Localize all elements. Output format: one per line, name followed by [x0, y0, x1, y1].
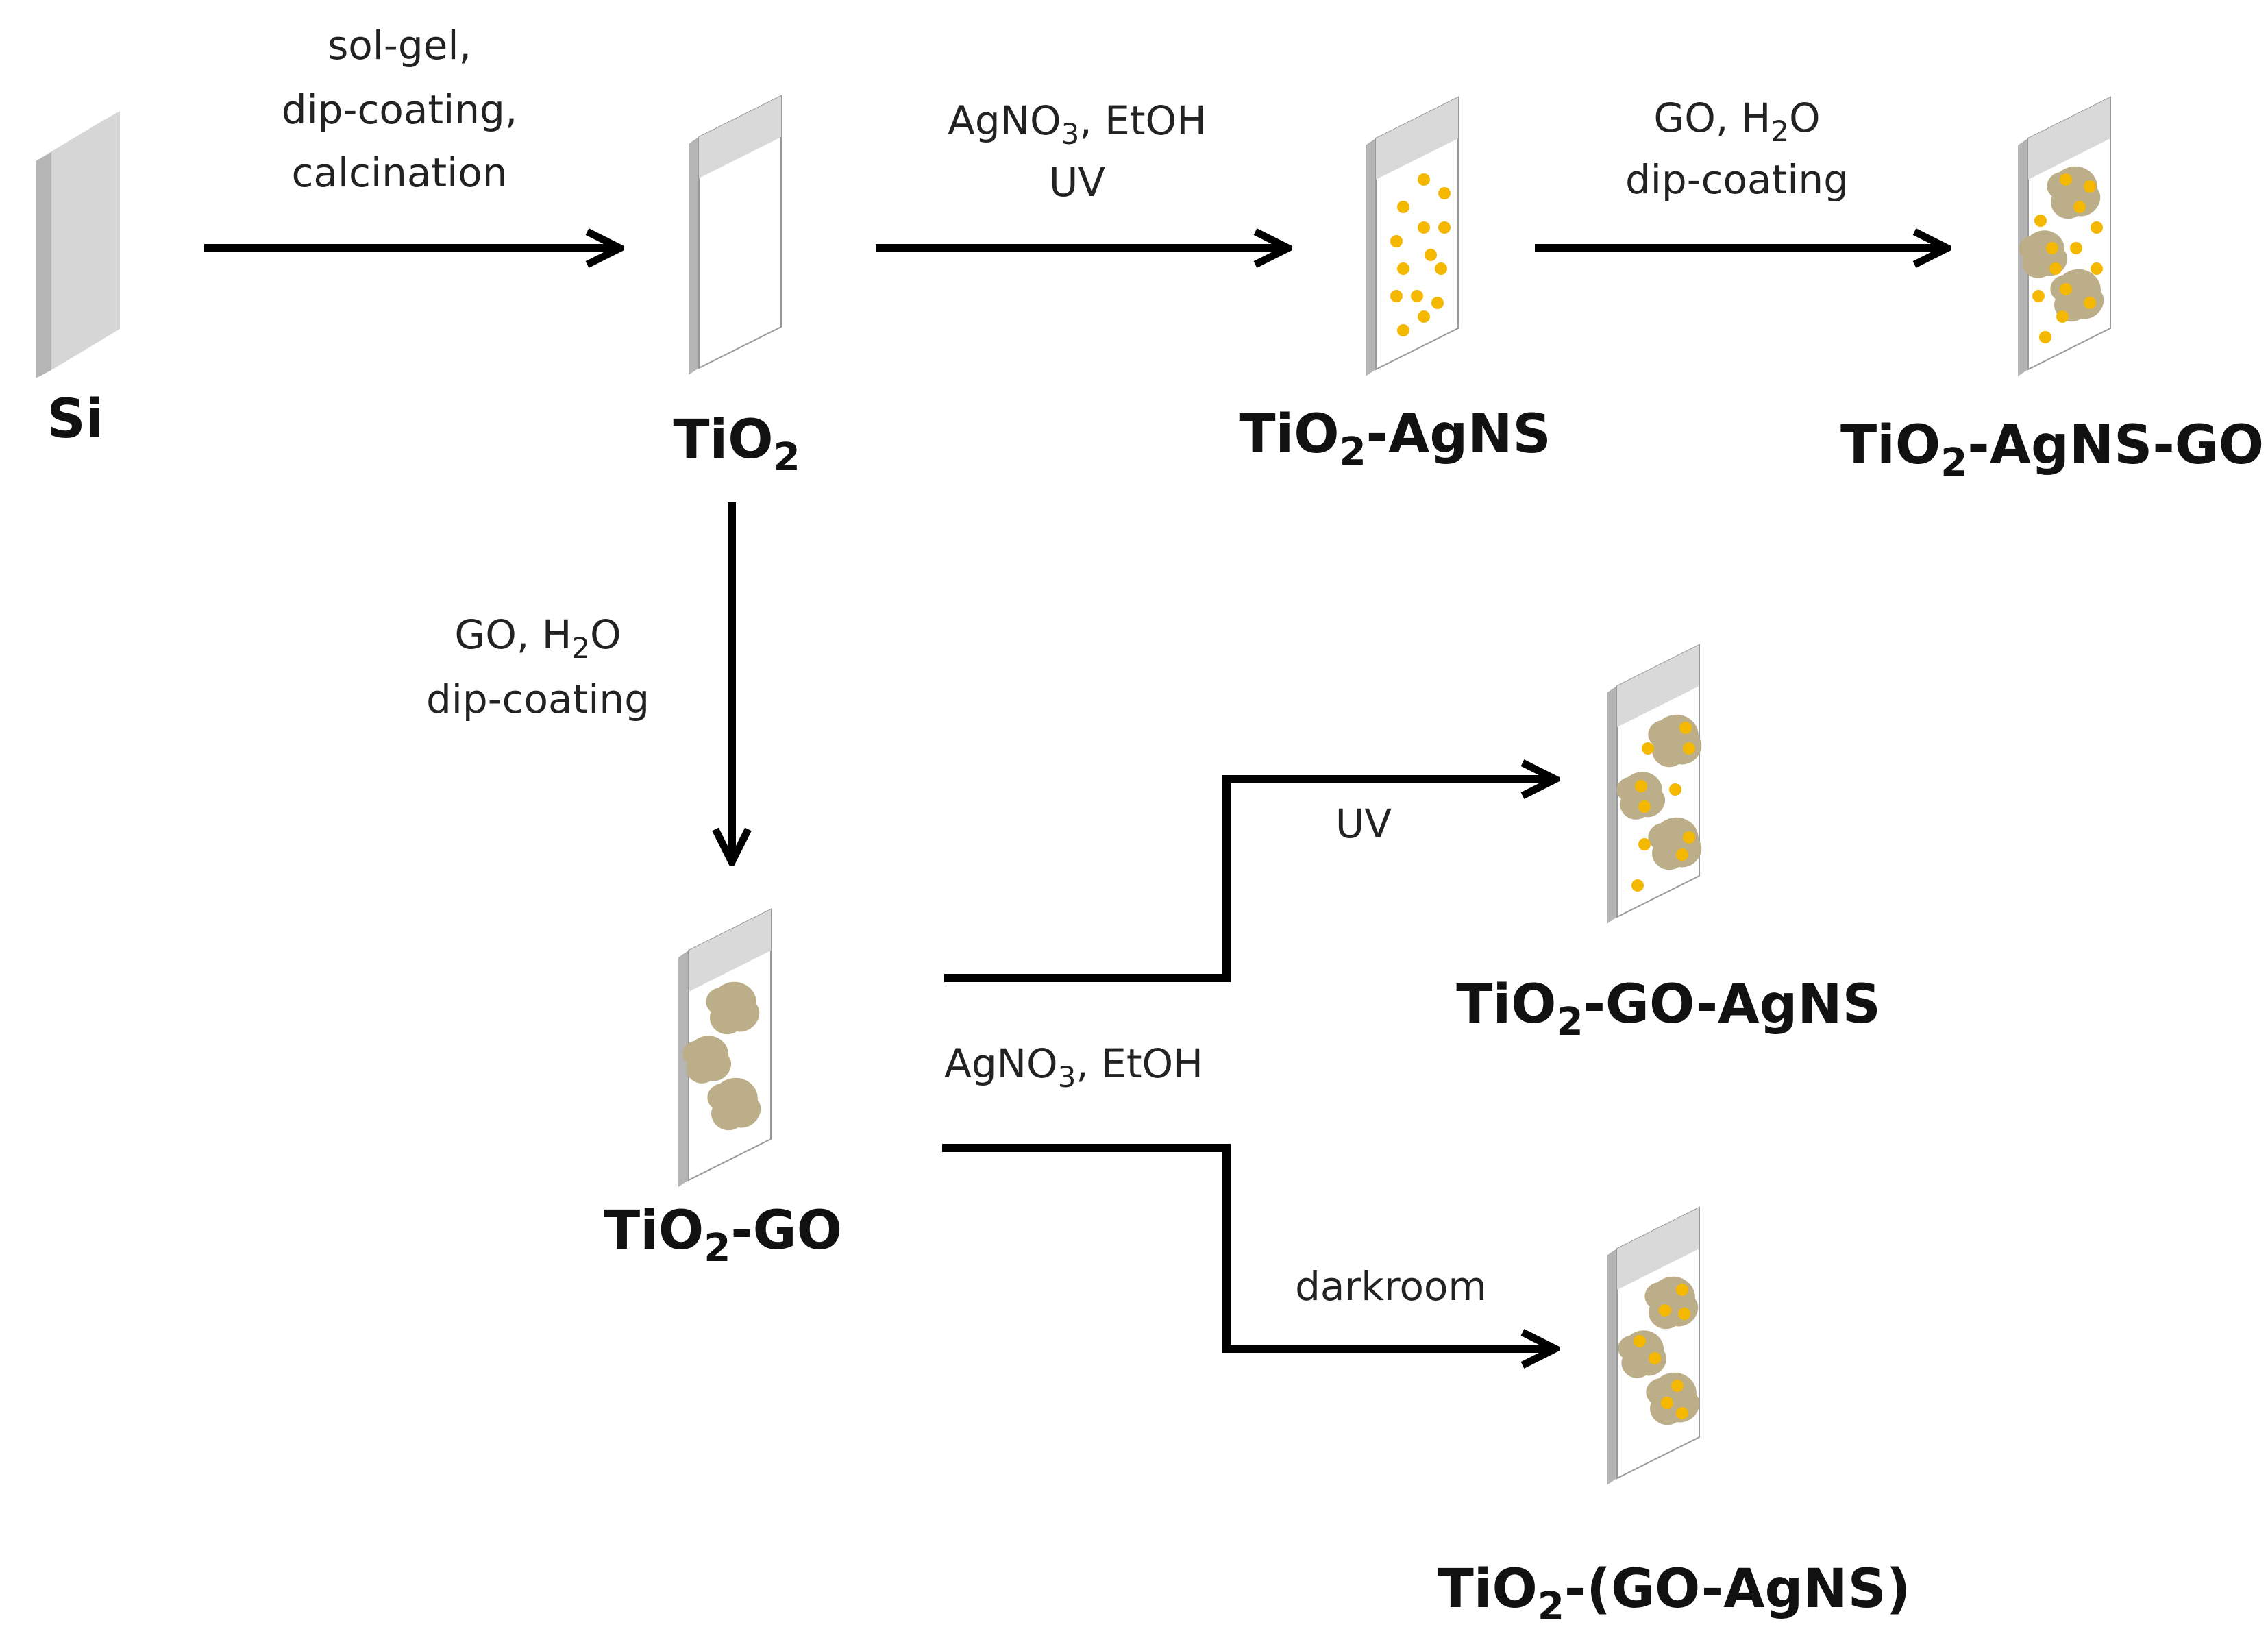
svg-text:dip-coating,: dip-coating,: [282, 86, 517, 133]
arrow-tio2-go-to-tio2-go-agns: [944, 779, 1555, 982]
svg-text:GO, H2O: GO, H2O: [454, 611, 621, 665]
slide-si: [36, 111, 120, 378]
slide-tio2-go: [678, 908, 772, 1187]
slide-tio2: [689, 95, 782, 375]
svg-text:GO, H2O: GO, H2O: [1653, 95, 1820, 148]
step-darkroom-label: darkroom: [1295, 1263, 1487, 1310]
node-label-tio2-go: TiO2-GO: [604, 1200, 842, 1271]
node-label-si: Si: [47, 389, 104, 450]
arrow-tio2-go-to-tio2-go-agns-paren: [942, 1144, 1555, 1349]
slide-tio2-go-agns-paren: [1607, 1206, 1700, 1485]
step-uv-label: UV: [1335, 800, 1392, 847]
slide-tio2-agns: [1366, 96, 1459, 376]
svg-text:calcination: calcination: [292, 149, 508, 196]
node-label-tio2-agns: TiO2-AgNS: [1239, 404, 1551, 474]
svg-text:dip-coating: dip-coating: [1625, 156, 1849, 203]
silver-nanoparticles: [1631, 722, 1695, 892]
silver-nanoparticles: [1634, 1284, 1690, 1419]
step-agns-to-agns-go-label: GO, H2O dip-coating: [1625, 95, 1849, 203]
silver-nanoparticles: [2032, 173, 2103, 343]
svg-text:AgNO3, EtOH: AgNO3, EtOH: [948, 97, 1207, 151]
node-label-tio2-agns-go: TiO2-AgNS-GO: [1840, 415, 2264, 485]
step-tio2-to-go-label: GO, H2O dip-coating: [426, 611, 650, 722]
step-go-branch-reagent-label: AgNO3, EtOH: [944, 1040, 1203, 1094]
slide-tio2-go-agns: [1607, 644, 1702, 924]
step-si-to-tio2-label: sol-gel, dip-coating, calcination: [282, 22, 517, 196]
slide-tio2-agns-go: [2018, 96, 2111, 376]
node-label-tio2: TiO2: [673, 409, 800, 480]
svg-text:dip-coating: dip-coating: [426, 676, 650, 722]
arrows: [204, 248, 1947, 1349]
silver-nanoparticles: [1390, 173, 1451, 336]
svg-text:AgNO3, EtOH: AgNO3, EtOH: [944, 1040, 1203, 1094]
svg-text:sol-gel,: sol-gel,: [328, 22, 471, 69]
node-label-tio2-go-agns-paren: TiO2-(GO-AgNS): [1438, 1558, 1911, 1629]
svg-text:UV: UV: [1049, 159, 1105, 206]
node-label-tio2-go-agns: TiO2-GO-AgNS: [1456, 974, 1881, 1044]
step-tio2-to-agns-label: AgNO3, EtOH UV: [948, 97, 1207, 206]
